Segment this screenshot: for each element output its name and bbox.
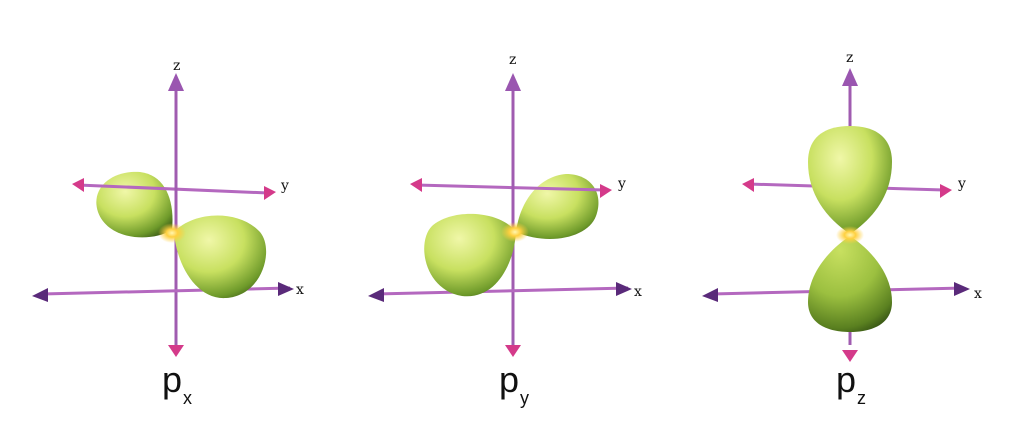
y-axis — [77, 183, 269, 195]
x-arrow-right — [278, 282, 294, 296]
orbital-lobe-front — [174, 215, 267, 299]
y-axis-label: y — [280, 178, 289, 194]
y-axis-label: y — [617, 176, 626, 192]
y-arrow-front — [600, 184, 612, 198]
orbital-label-py: py — [499, 359, 529, 408]
orbital-label-px: px — [162, 359, 192, 408]
x-axis-label: x — [634, 284, 642, 300]
nucleus-glow — [501, 222, 529, 242]
orbital-label-pz: pz — [836, 359, 866, 408]
x-axis-label: x — [974, 286, 982, 302]
orbital-label-main: p — [836, 359, 857, 400]
z-arrow-up — [168, 73, 184, 91]
z-axis-label: z — [509, 52, 516, 68]
x-axis-label: x — [296, 282, 304, 298]
z-axis-label: z — [173, 58, 180, 74]
z-arrow-up — [842, 68, 858, 86]
y-axis-label: y — [957, 176, 966, 192]
orbital-lobe-lower — [808, 236, 892, 332]
z-axis-label: z — [846, 50, 853, 66]
z-arrow-up — [505, 73, 521, 91]
orbital-label-main: p — [162, 359, 183, 400]
x-arrow-left — [368, 288, 384, 302]
nucleus-glow — [836, 226, 864, 244]
orbital-label-subscript: y — [520, 388, 530, 408]
orbital-label-subscript: x — [183, 388, 193, 408]
z-arrow-down — [505, 345, 521, 357]
z-arrow-down — [168, 345, 184, 357]
x-arrow-right — [954, 282, 970, 296]
y-arrow-front — [264, 186, 276, 200]
y-arrow-back — [72, 178, 84, 192]
x-axis — [41, 286, 291, 296]
orbital-lobe-front — [424, 213, 516, 297]
x-axis — [377, 286, 629, 296]
panel-py: z y x — [368, 52, 642, 357]
x-arrow-left — [702, 288, 718, 302]
orbital-lobe-upper — [808, 126, 892, 234]
y-arrow-back — [410, 178, 422, 192]
nucleus-glow — [158, 223, 186, 243]
x-arrow-right — [616, 282, 632, 296]
panel-pz: z y x — [702, 50, 982, 362]
y-arrow-front — [940, 184, 952, 198]
orbital-label-main: p — [499, 359, 520, 400]
y-arrow-back — [742, 178, 754, 192]
orbital-label-subscript: z — [857, 388, 867, 408]
panel-px: z y x — [32, 58, 304, 357]
z-arrow-down — [842, 350, 858, 362]
x-arrow-left — [32, 288, 48, 302]
y-axis — [415, 183, 605, 192]
